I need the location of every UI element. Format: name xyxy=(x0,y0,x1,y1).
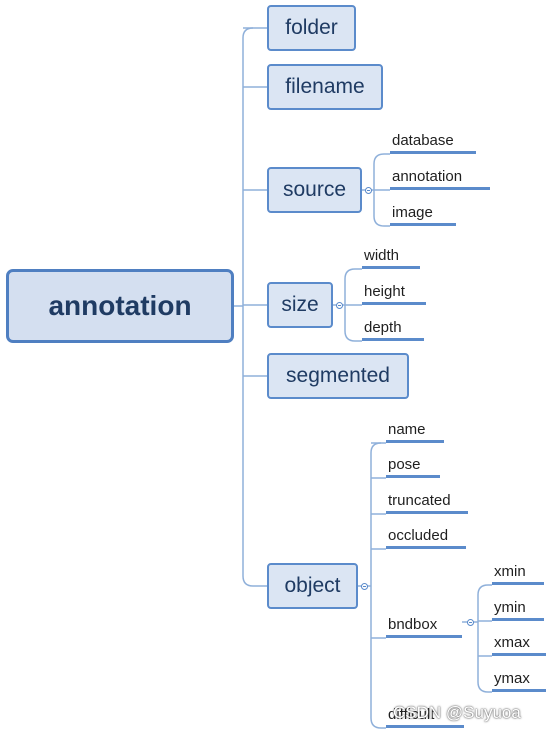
node-size[interactable]: size xyxy=(267,282,333,328)
node-source[interactable]: source xyxy=(267,167,362,213)
leaf-image[interactable]: image xyxy=(390,204,456,226)
leaf-difficult[interactable]: difficult xyxy=(386,706,464,728)
collapse-icon-bndbox[interactable] xyxy=(467,619,474,626)
leaf-xmax[interactable]: xmax xyxy=(492,634,546,656)
collapse-icon-object[interactable] xyxy=(361,583,368,590)
leaf-occluded[interactable]: occluded xyxy=(386,527,466,549)
leaf-annotation[interactable]: annotation xyxy=(390,168,490,190)
node-segmented[interactable]: segmented xyxy=(267,353,409,399)
leaf-depth[interactable]: depth xyxy=(362,319,424,341)
leaf-ymin[interactable]: ymin xyxy=(492,599,544,621)
node-folder[interactable]: folder xyxy=(267,5,356,51)
leaf-pose[interactable]: pose xyxy=(386,456,440,478)
leaf-ymax[interactable]: ymax xyxy=(492,670,546,692)
leaf-bndbox[interactable]: bndbox xyxy=(386,616,462,638)
leaf-xmin[interactable]: xmin xyxy=(492,563,544,585)
leaf-database[interactable]: database xyxy=(390,132,476,154)
leaf-truncated[interactable]: truncated xyxy=(386,492,468,514)
collapse-icon-source[interactable] xyxy=(365,187,372,194)
watermark: CSDN @Suyuoa xyxy=(393,703,521,722)
node-filename[interactable]: filename xyxy=(267,64,383,110)
collapse-icon-size[interactable] xyxy=(336,302,343,309)
leaf-width[interactable]: width xyxy=(362,247,420,269)
leaf-height[interactable]: height xyxy=(362,283,426,305)
leaf-name[interactable]: name xyxy=(386,421,444,443)
root-node-annotation[interactable]: annotation xyxy=(6,269,234,343)
node-object[interactable]: object xyxy=(267,563,358,609)
